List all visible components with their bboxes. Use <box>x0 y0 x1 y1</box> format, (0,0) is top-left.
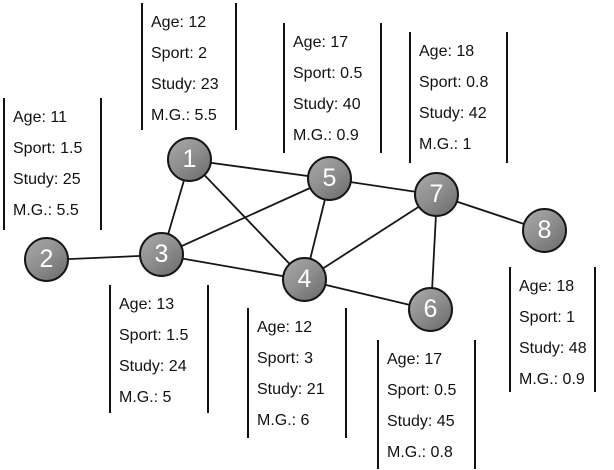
node-7: 7 <box>414 172 459 217</box>
node-1-label: 1 <box>182 145 197 173</box>
node-5: 5 <box>307 156 352 201</box>
node-5-label: 5 <box>322 164 337 192</box>
study-line: Study: 48 <box>519 340 587 357</box>
study-line: Study: 40 <box>293 96 361 113</box>
age-line: Age: 18 <box>419 43 475 60</box>
study-line: Study: 24 <box>119 358 187 375</box>
attributes-card-node-7: Age: 18 Sport: 0.8 Study: 42 M.G.: 1 <box>409 32 508 163</box>
age-line: Age: 13 <box>119 296 175 313</box>
mg-line: M.G.: 1 <box>419 136 472 153</box>
mg-line: M.G.: 0.8 <box>387 444 453 461</box>
mg-line: M.G.: 5.5 <box>13 202 79 219</box>
mg-line: M.G.: 0.9 <box>293 127 359 144</box>
node-2-label: 2 <box>39 245 54 273</box>
attributes-card-node-1: Age: 12 Sport: 2 Study: 23 M.G.: 5.5 <box>141 3 237 130</box>
attributes-card-node-6: Age: 17 Sport: 0.5 Study: 45 M.G.: 0.8 <box>377 340 476 469</box>
mg-line: M.G.: 6 <box>257 412 310 429</box>
node-8-label: 8 <box>537 216 552 244</box>
study-line: Study: 23 <box>151 76 219 93</box>
node-2: 2 <box>24 237 69 282</box>
attributes-card-node-4: Age: 12 Sport: 3 Study: 21 M.G.: 6 <box>247 308 347 438</box>
sport-line: Sport: 1.5 <box>119 327 189 344</box>
attributes-card-node-8: Age: 18 Sport: 1 Study: 48 M.G.: 0.9 <box>509 267 596 392</box>
node-3: 3 <box>139 232 184 277</box>
attributes-card-node-5: Age: 17 Sport: 0.5 Study: 40 M.G.: 0.9 <box>283 23 382 153</box>
node-4: 4 <box>282 257 327 302</box>
study-line: Study: 42 <box>419 105 487 122</box>
study-line: Study: 21 <box>257 381 325 398</box>
node-6-label: 6 <box>423 295 438 323</box>
attributes-card-node-2: Age: 11 Sport: 1.5 Study: 25 M.G.: 5.5 <box>3 98 102 230</box>
node-8: 8 <box>522 208 567 253</box>
attributes-card-node-3: Age: 13 Sport: 1.5 Study: 24 M.G.: 5 <box>109 285 209 413</box>
edge-3-5 <box>161 178 331 256</box>
study-line: Study: 45 <box>387 413 455 430</box>
age-line: Age: 12 <box>151 14 207 31</box>
sport-line: Sport: 2 <box>151 45 208 62</box>
sport-line: Sport: 0.5 <box>293 65 363 82</box>
edge-3-4 <box>161 254 306 281</box>
edge-1-5 <box>189 159 331 180</box>
age-line: Age: 18 <box>519 278 575 295</box>
mg-line: M.G.: 5 <box>119 389 172 406</box>
sport-line: Sport: 0.5 <box>387 382 457 399</box>
node-3-label: 3 <box>154 240 169 268</box>
sport-line: Sport: 3 <box>257 350 314 367</box>
node-1: 1 <box>167 137 212 182</box>
age-line: Age: 12 <box>257 319 313 336</box>
study-line: Study: 25 <box>13 171 81 188</box>
age-line: Age: 17 <box>293 34 349 51</box>
age-line: Age: 17 <box>387 351 443 368</box>
mg-line: M.G.: 0.9 <box>519 371 585 388</box>
age-line: Age: 11 <box>13 109 67 126</box>
sport-line: Sport: 1.5 <box>13 140 83 157</box>
node-4-label: 4 <box>297 265 312 293</box>
sport-line: Sport: 0.8 <box>419 74 489 91</box>
mg-line: M.G.: 5.5 <box>151 107 217 124</box>
node-6: 6 <box>408 287 453 332</box>
edge-1-4 <box>189 159 306 281</box>
sport-line: Sport: 1 <box>519 309 576 326</box>
node-7-label: 7 <box>429 180 444 208</box>
edge-4-7 <box>304 194 438 281</box>
